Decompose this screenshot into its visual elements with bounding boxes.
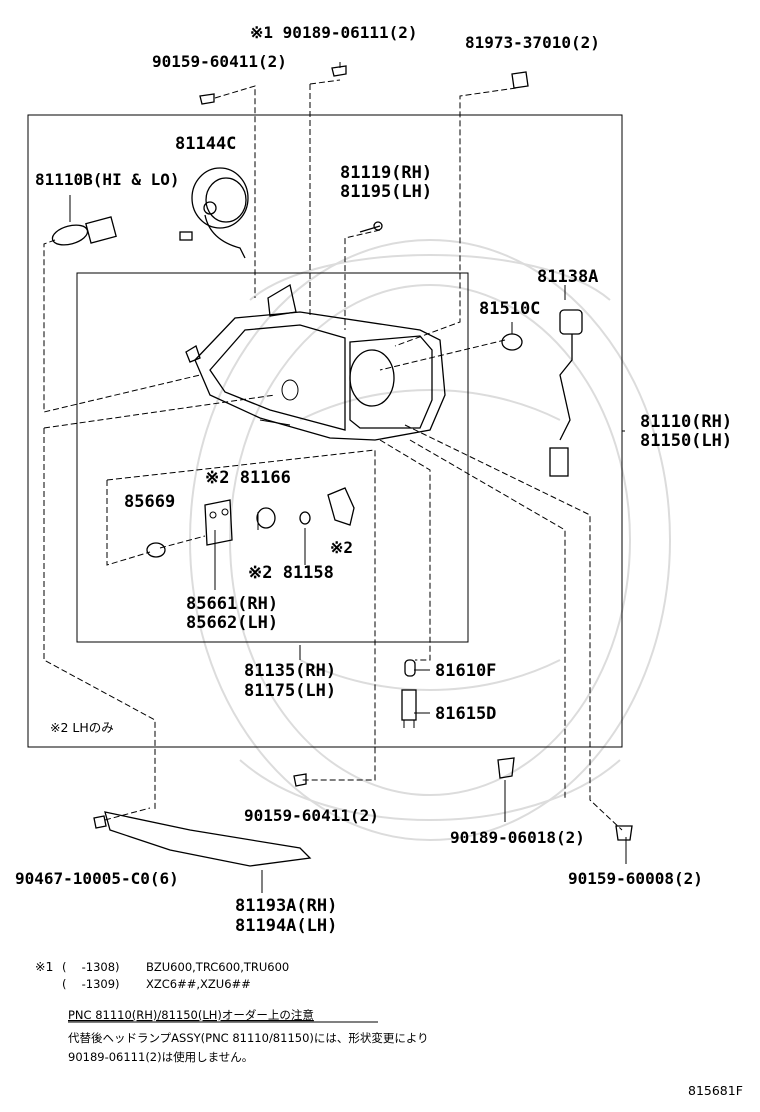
screw-81119 — [359, 221, 383, 233]
footnote-line2-models: XZC6##,XZU6## — [146, 977, 251, 991]
diagram-ref-code: 815681F — [688, 1083, 743, 1098]
label-81144C: 81144C — [175, 134, 236, 154]
socket-81144C — [179, 167, 249, 259]
screw-90159-60411-bottom — [293, 773, 307, 787]
clip-lh — [327, 487, 355, 526]
footnote-line1-models: BZU600,TRC600,TRU600 — [146, 960, 289, 974]
moulding-81193A — [104, 811, 312, 867]
label-81973-37010: 81973-37010(2) — [465, 33, 600, 52]
label-85661-rh: 85661(RH) — [186, 594, 278, 614]
label-90189-06111: ※1 90189-06111(2) — [250, 23, 418, 42]
screw-90159-60008 — [615, 825, 633, 841]
label-81138A: 81138A — [537, 267, 598, 287]
label-81510C: 81510C — [479, 299, 540, 319]
pnc-note-title: PNC 81110(RH)/81150(LH)オーダー上の注意 — [68, 1008, 314, 1022]
label-81175-lh: 81175(LH) — [244, 681, 336, 701]
footnote-line2-range: ( -1309) — [62, 977, 120, 991]
label-81166: ※2 81166 — [205, 468, 291, 488]
assembly-frame-outer — [27, 114, 623, 748]
socket-81138A — [549, 309, 583, 477]
label-81135-rh: 81135(RH) — [244, 661, 336, 681]
label-81110-rh: 81110(RH) — [640, 412, 732, 432]
label-81615D: 81615D — [435, 704, 496, 724]
clip-90467-10005 — [93, 815, 107, 829]
footnote-line1-range: ( -1308) — [62, 960, 120, 974]
pnc-note-line2: 90189-06111(2)は使用しません。 — [68, 1050, 253, 1064]
ring-85669 — [146, 542, 166, 558]
bulb-81110B — [51, 195, 117, 246]
label-81610F: 81610F — [435, 661, 496, 681]
nut-81973-37010 — [511, 71, 529, 89]
label-81158: ※2 81158 — [248, 563, 334, 583]
label-mark2: ※2 — [330, 538, 353, 557]
label-90159-60411-top: 90159-60411(2) — [152, 52, 287, 71]
label-81150-lh: 81150(LH) — [640, 431, 732, 451]
leader-lines — [214, 62, 627, 893]
label-81194A-lh: 81194A(LH) — [235, 916, 337, 936]
label-81110B: 81110B(HI & LO) — [35, 170, 180, 189]
label-81193A-rh: 81193A(RH) — [235, 896, 337, 916]
note-lh-only: ※2 LHのみ — [50, 720, 114, 735]
label-90159-60008: 90159-60008(2) — [568, 869, 703, 888]
seal-81158 — [299, 511, 311, 525]
clip-90189-06111 — [331, 65, 347, 77]
pnc-note-line1: 代替後ヘッドランプASSY(PNC 81110/81150)には、形状変更により — [68, 1031, 429, 1045]
screw-90159-60411-top — [199, 93, 215, 105]
clip-90189-06018 — [497, 757, 515, 779]
footnote-mark1: ※1 — [35, 959, 53, 974]
label-85662-lh: 85662(LH) — [186, 613, 278, 633]
label-85669: 85669 — [124, 492, 175, 512]
assembly-guide-lines — [43, 79, 623, 831]
label-90159-60411-bottom: 90159-60411(2) — [244, 806, 379, 825]
headlamp-housing — [185, 283, 446, 441]
label-90467-10005: 90467-10005-C0(6) — [15, 869, 179, 888]
bulb-81610F — [404, 659, 416, 677]
socket-block-85661 — [204, 499, 233, 546]
bulb-81510C — [501, 322, 523, 351]
socket-81615D — [401, 689, 417, 728]
ring-81166 — [256, 507, 276, 529]
label-90189-06018: 90189-06018(2) — [450, 828, 585, 847]
assembly-frame-inner — [76, 272, 469, 643]
label-81195-lh: 81195(LH) — [340, 182, 432, 202]
label-81119-rh: 81119(RH) — [340, 163, 432, 183]
